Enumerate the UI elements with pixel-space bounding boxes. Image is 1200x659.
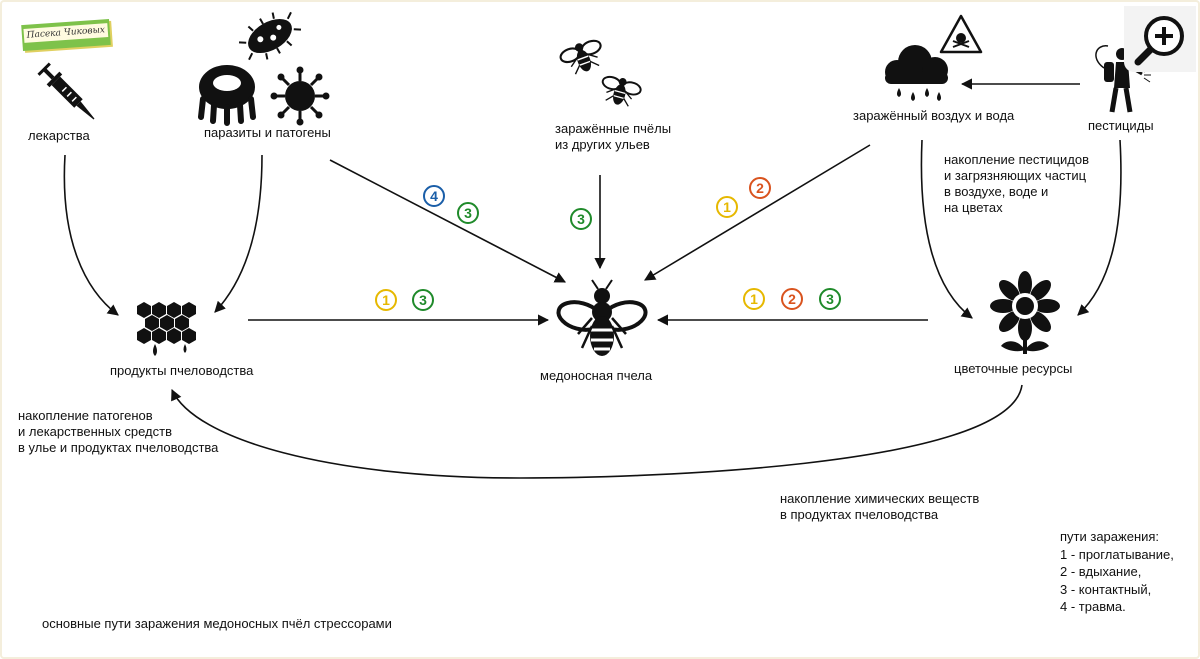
annotation-line: в продуктах пчеловодства (780, 507, 939, 522)
legend: пути заражения: 1 - проглатывание, 2 - в… (1060, 528, 1174, 616)
annotation-chemical-accumulation: накопление химических веществ в продукта… (780, 491, 979, 523)
arrow-pesticides-to-flowers (1077, 139, 1122, 316)
node-bee-products-label: продукты пчеловодства (110, 363, 254, 378)
annotation-line: в воздухе, воде и (944, 184, 1049, 199)
annotation-pathogen-accumulation: накопление патогенов и лекарственных сре… (18, 408, 218, 456)
node-infected-bees-label: заражённые пчёлы из других ульев (555, 121, 671, 153)
annotation-line: и лекарственных средств (18, 424, 173, 439)
mite-icon (198, 65, 256, 126)
route-badge-3: 3 (819, 288, 841, 310)
node-pesticides-label: пестициды (1088, 118, 1154, 133)
node-polluted-label: заражённый воздух и вода (853, 108, 1015, 123)
infected-bees-line-1: заражённые пчёлы (555, 121, 672, 136)
honeycomb-icon (137, 302, 196, 356)
route-badge-3: 3 (570, 208, 592, 230)
virus-icon (270, 66, 330, 126)
route-badge-1: 1 (716, 196, 738, 218)
hazard-icon (939, 14, 983, 54)
arrow-polluted-to-flowers (920, 139, 973, 319)
arrow-polluted-to-bee (644, 144, 871, 281)
node-medicines-label: лекарства (28, 128, 90, 143)
infected-bees-line-2: из других ульев (555, 137, 650, 152)
legend-item: 1 - проглатывание, (1060, 546, 1174, 562)
infected-bee-icon (601, 75, 642, 107)
node-flower-resources-label: цветочные ресурсы (954, 361, 1073, 376)
legend-item: 3 - контактный, (1060, 581, 1152, 597)
annotation-line: накопление патогенов (18, 408, 153, 423)
legend-item: 4 - травма. (1060, 599, 1126, 614)
route-badge-3: 3 (457, 202, 479, 224)
honeybee-icon (556, 279, 648, 356)
annotation-line: в улье и продуктах пчеловодства (18, 440, 219, 455)
logo-text: Пасека Чиковых (23, 23, 109, 43)
arrow-parasites-to-products (214, 154, 263, 313)
route-badge-4: 4 (423, 185, 445, 207)
annotation-line: на цветах (944, 200, 1003, 215)
arrow-flowers-to-products (171, 384, 1023, 479)
route-badge-1: 1 (743, 288, 765, 310)
legend-title: пути заражения: (1060, 529, 1160, 544)
raincloud-icon (885, 45, 948, 101)
bacteria-icon (238, 11, 302, 61)
zoom-in-button[interactable] (1124, 6, 1196, 72)
route-badge-2: 2 (749, 177, 771, 199)
annotation-line: накопление химических веществ (780, 491, 980, 506)
caption: основные пути заражения медоносных пчёл … (42, 616, 392, 631)
syringe-icon (37, 62, 95, 120)
annotation-line: накопление пестицидов (944, 152, 1090, 167)
route-badge-2: 2 (781, 288, 803, 310)
arrow-medicines-to-products (63, 154, 119, 316)
legend-item: 2 - вдыхание, (1060, 564, 1142, 579)
route-badge-1: 1 (375, 289, 397, 311)
node-parasites-label: паразиты и патогены (204, 125, 331, 140)
node-honey-bee-label: медоносная пчела (540, 368, 653, 383)
annotation-pesticide-accumulation: накопление пестицидов и загрязняющих час… (944, 152, 1089, 216)
annotation-line: и загрязняющих частиц (944, 168, 1087, 183)
arrow-parasites-to-bee (329, 159, 566, 283)
route-badge-3: 3 (412, 289, 434, 311)
zoom-in-icon (1134, 16, 1184, 66)
flower-icon (990, 271, 1060, 354)
infected-bee-icon (559, 39, 602, 75)
